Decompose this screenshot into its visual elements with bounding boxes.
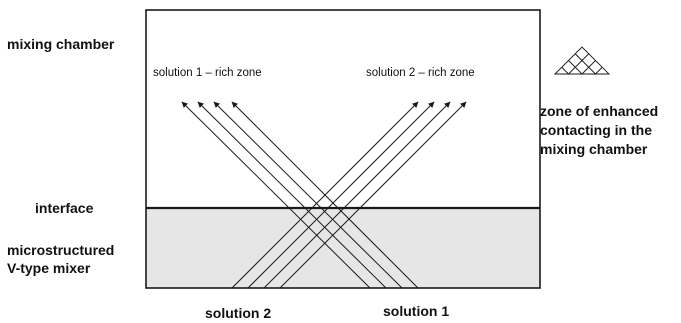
- solution-2-flow-arrow: [231, 101, 419, 289]
- solution-1-inlet-label: solution 1: [383, 303, 450, 319]
- solution-2-flow-arrow: [263, 101, 451, 289]
- solution-2-inlet-label: solution 2: [205, 305, 272, 321]
- mixer-label-line-1: microstructured: [7, 242, 115, 258]
- legend-text-line-2: contacting in the: [540, 122, 652, 138]
- solution-2-flow-arrow: [279, 101, 467, 289]
- solution-1-flow-arrow: [181, 101, 371, 289]
- solution-1-rich-zone-label: solution 1 – rich zone: [153, 67, 262, 79]
- solution-1-flow-arrow: [213, 101, 403, 289]
- solution-2-rich-zone-label: solution 2 – rich zone: [366, 67, 475, 79]
- solution-1-flow-arrow: [197, 101, 387, 289]
- mixing-chamber-label: mixing chamber: [7, 36, 115, 52]
- contact-zone-legend-icon: [553, 46, 611, 75]
- legend-text-line-3: mixing chamber: [540, 141, 648, 157]
- interface-label: interface: [35, 200, 94, 216]
- mixer-region: [146, 208, 540, 288]
- solution-2-flow-arrow: [247, 101, 435, 289]
- solution-2-flow-lines: [231, 101, 467, 289]
- legend-text-line-1: zone of enhanced: [540, 103, 659, 119]
- chamber-border: [145, 9, 541, 289]
- mixer-label-line-2: V-type mixer: [7, 260, 91, 276]
